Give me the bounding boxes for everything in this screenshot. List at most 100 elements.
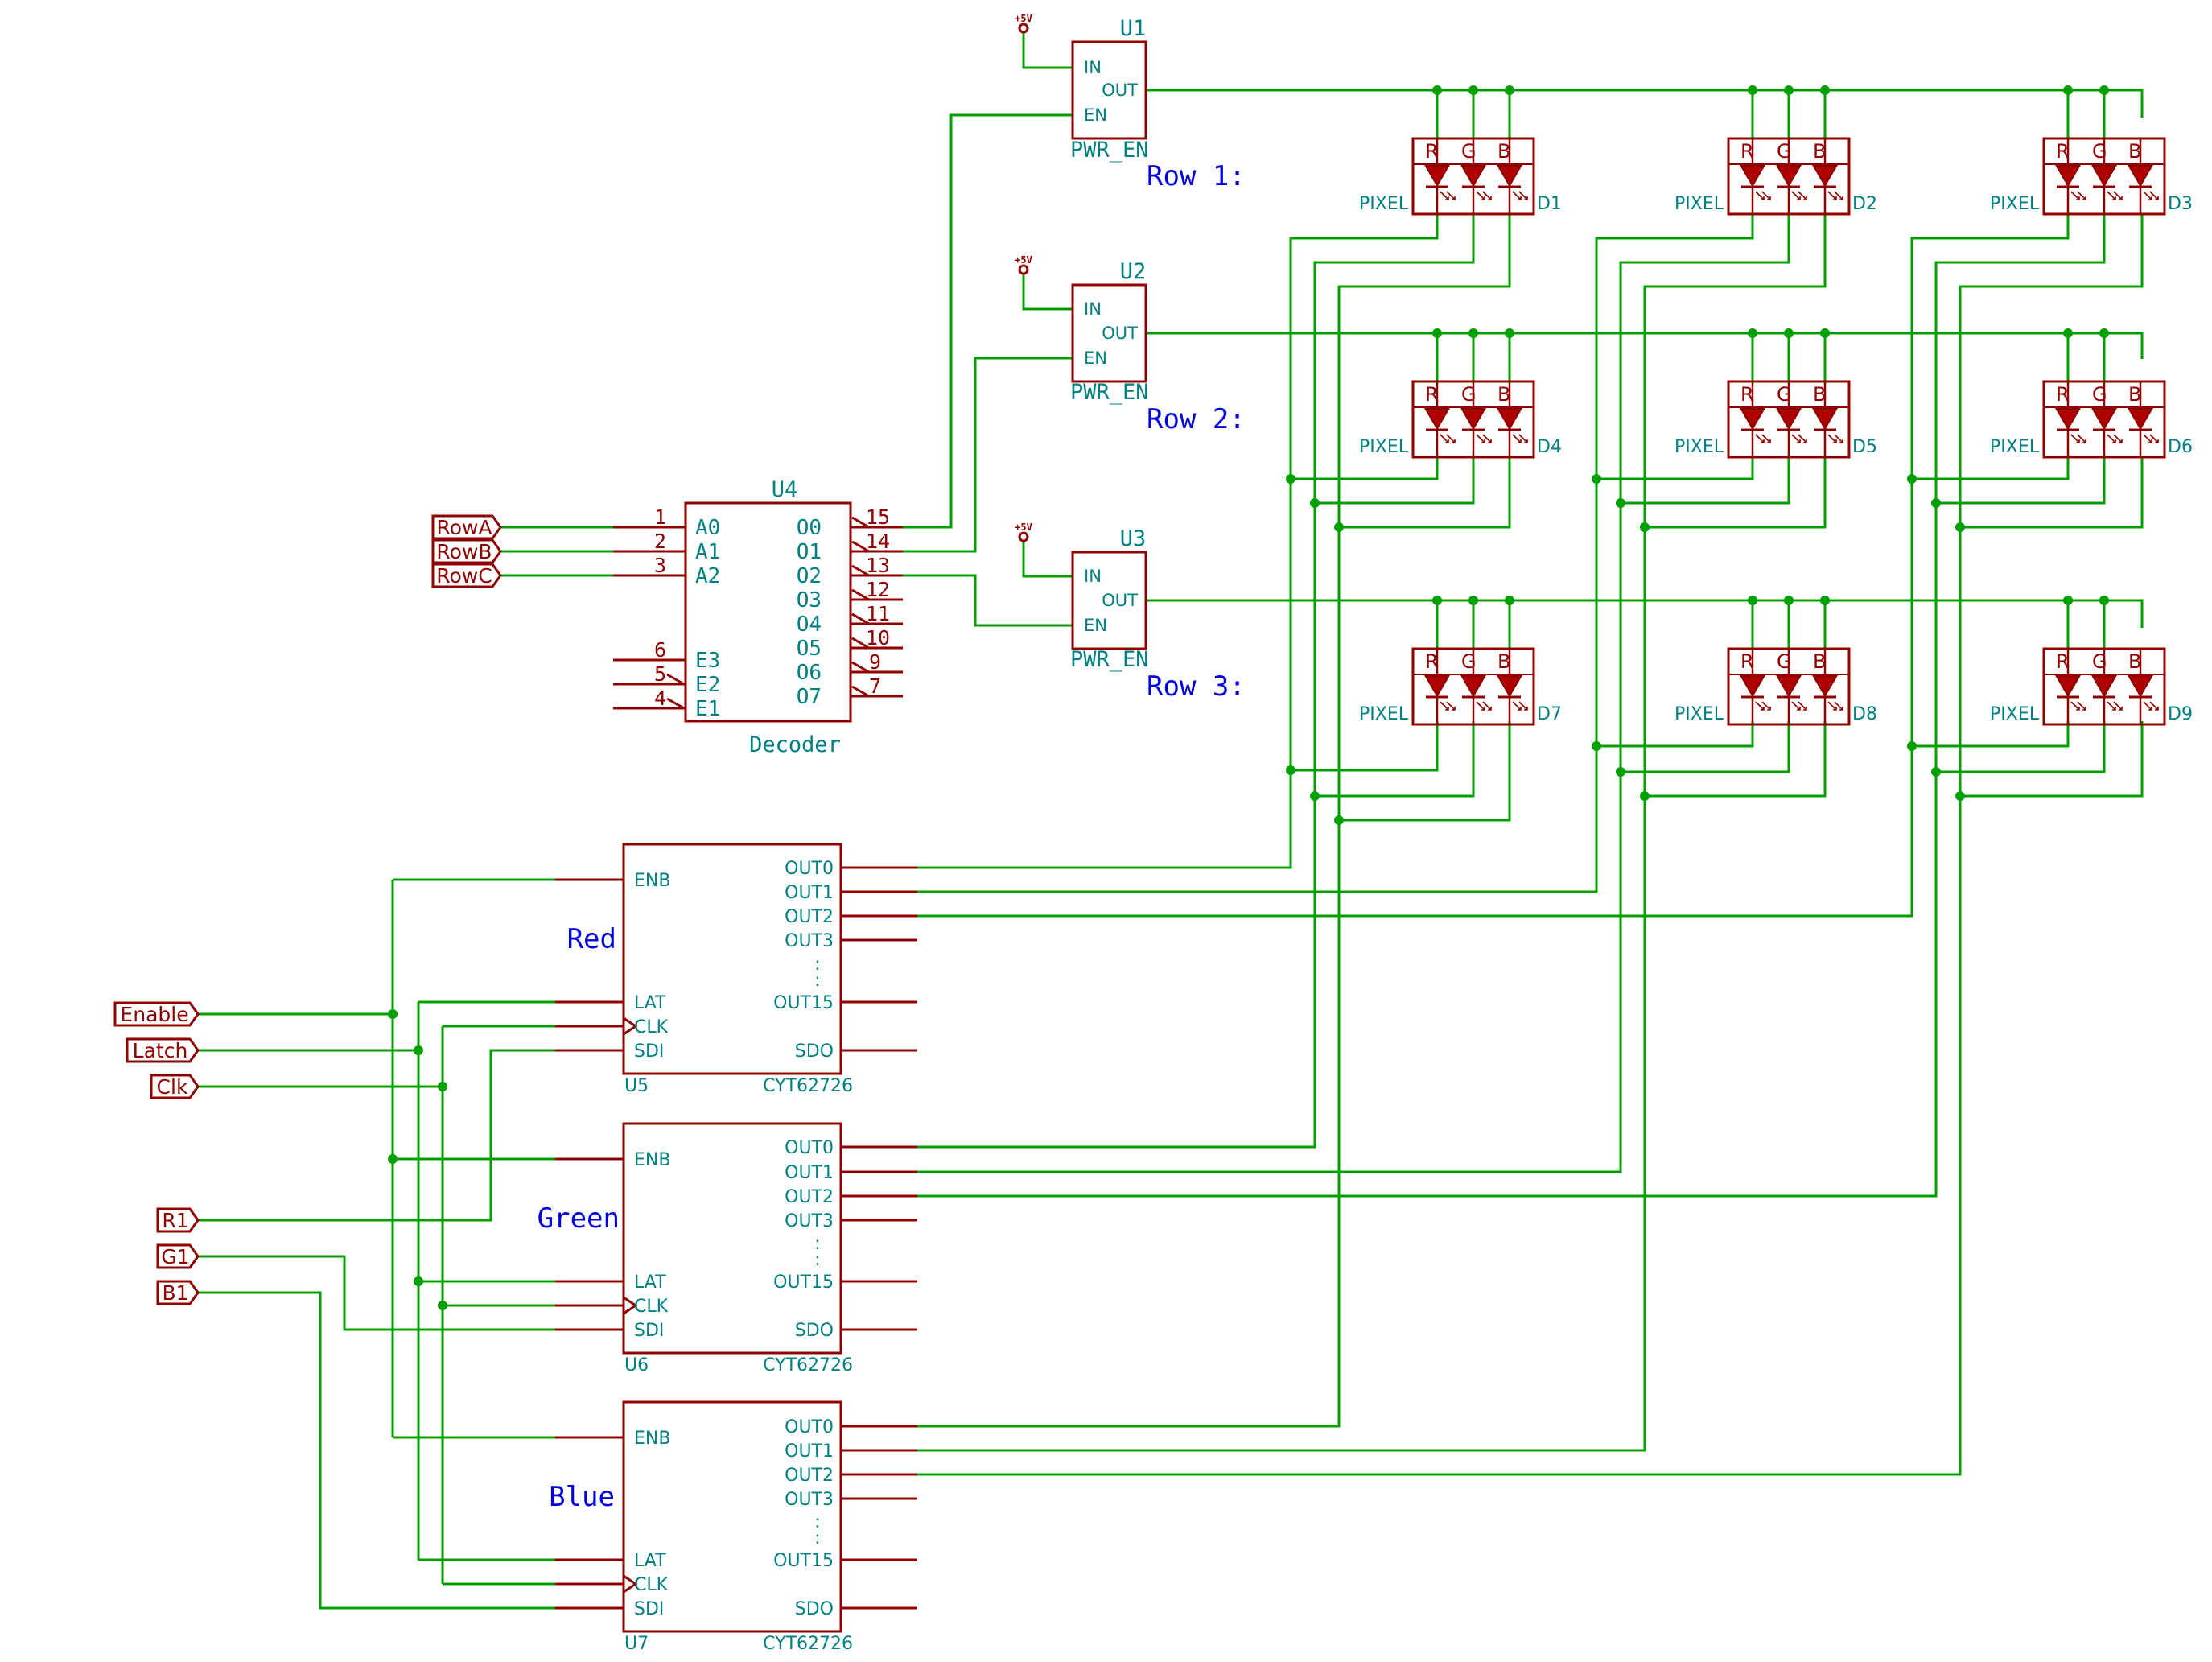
decoder-invert-marks	[666, 673, 685, 710]
led-emission-icon	[2107, 191, 2123, 200]
led-emission-icon	[1791, 701, 1807, 711]
driver-color-note: Green	[538, 1202, 620, 1235]
led-emission-icon	[1755, 701, 1771, 711]
led-triangle-icon	[1775, 674, 1802, 698]
wire-o1-en2	[903, 357, 1073, 553]
led-emission-icon	[1440, 191, 1456, 200]
pin-ellipsis: :	[814, 1250, 820, 1270]
label-text: RowC	[436, 564, 492, 588]
pin-label-out15: OUT15	[773, 1272, 834, 1293]
label-enable[interactable]: Enable	[113, 1001, 200, 1027]
label-latch[interactable]: Latch	[126, 1037, 200, 1063]
wire-row1-rail	[1146, 89, 2144, 118]
label-clk[interactable]: Clk	[150, 1074, 200, 1099]
power-label: +5V	[1015, 254, 1032, 266]
pixel-value: PIXEL	[1359, 437, 1409, 457]
pin-number: 1	[654, 505, 666, 529]
junction-dot	[1286, 474, 1295, 484]
pin-label-sdo: SDO	[795, 1321, 834, 1341]
driver-u5[interactable]: ENB LAT CLK SDI OUT0 OUT1 OUT2 OUT3 : : …	[555, 843, 917, 1096]
pin-name: O7	[797, 685, 822, 709]
pin-label-lat: LAT	[634, 1551, 666, 1571]
wire-col3-green	[917, 214, 2106, 1198]
driver-u6[interactable]: ENB LAT CLK SDI OUT0 OUT1 OUT2 OUT3 : : …	[538, 1122, 917, 1375]
wire-vcc-u2	[1022, 274, 1073, 311]
junction-dot	[2099, 596, 2109, 605]
led-emission-icon	[1827, 434, 1843, 443]
led-triangle-icon	[2054, 164, 2082, 188]
pin-label-out0: OUT0	[785, 859, 834, 879]
led-triangle-icon	[1775, 164, 1802, 188]
pin-label-out2: OUT2	[785, 1187, 834, 1207]
led-triangle-icon	[2090, 407, 2118, 431]
junction-dot	[1432, 328, 1442, 338]
label-rowb[interactable]: RowB	[431, 538, 502, 564]
pin-label-in: IN	[1084, 58, 1102, 77]
decoder-right-pins	[851, 526, 903, 698]
driver-u7[interactable]: ENB LAT CLK SDI OUT0 OUT1 OUT2 OUT3 : : …	[549, 1400, 917, 1654]
pixel-channel-label: R	[1425, 650, 1439, 673]
led-triangle-icon	[1811, 164, 1839, 188]
label-rowc[interactable]: RowC	[431, 563, 502, 588]
pin-label-out0: OUT0	[785, 1417, 834, 1437]
pin-name: O0	[797, 516, 822, 540]
driver-value: CYT62726	[763, 1355, 853, 1375]
driver-ref: U7	[624, 1634, 649, 1654]
led-triangle-icon	[2127, 674, 2154, 698]
pin-label-clk: CLK	[634, 1575, 669, 1595]
regulator-value: PWR_EN	[1070, 138, 1149, 163]
decoder-left-pins	[613, 526, 686, 710]
power-label: +5V	[1015, 522, 1032, 533]
label-r1[interactable]: R1	[156, 1207, 200, 1233]
pin-label-out: OUT	[1102, 80, 1138, 100]
driver-value: CYT62726	[763, 1634, 853, 1654]
led-triangle-icon	[2090, 674, 2118, 698]
decoder-ref: U4	[772, 477, 798, 502]
junction-dot	[1592, 741, 1601, 751]
driver-ref: U6	[624, 1355, 649, 1375]
junction-dot	[2063, 328, 2073, 338]
decoder-u4[interactable]: U4 Decoder 1 2 3 6 5 4 A0 A1 A2 E3 E2 E1…	[613, 477, 903, 757]
regulator-ref: U3	[1120, 526, 1147, 551]
led-emission-icon	[2107, 701, 2123, 711]
pixel-value: PIXEL	[1359, 704, 1409, 724]
pin-number: 13	[866, 554, 890, 577]
pixel-ref: D5	[1852, 437, 1877, 457]
label-g1[interactable]: G1	[156, 1243, 200, 1269]
led-triangle-icon	[1423, 674, 1451, 698]
wire-clk	[198, 1025, 555, 1586]
led-emission-icon	[1440, 434, 1456, 443]
led-triangle-icon	[2090, 164, 2118, 188]
junction-dot	[1334, 522, 1344, 532]
regulator-u3[interactable]: U3 IN OUT EN PWR_EN Row 3:	[1070, 526, 1246, 703]
led-emission-icon	[2107, 434, 2123, 443]
led-triangle-icon	[1775, 407, 1802, 431]
driver-pins	[555, 1425, 917, 1610]
junction-dot	[1907, 474, 1917, 484]
wire-col1-blue	[917, 214, 1511, 1428]
label-rowa[interactable]: RowA	[431, 514, 502, 540]
regulator-u2[interactable]: U2 IN OUT EN PWR_EN Row 2:	[1070, 259, 1246, 435]
label-b1[interactable]: B1	[156, 1280, 200, 1305]
junction-dot	[1640, 791, 1650, 801]
label-text: RowA	[436, 516, 492, 539]
junction-dot	[1468, 85, 1478, 95]
pixel-channel-label: B	[2128, 650, 2141, 673]
pin-label-out15: OUT15	[773, 993, 834, 1013]
pin-label-out: OUT	[1102, 591, 1138, 610]
regulator-u1[interactable]: U1 IN OUT EN PWR_EN Row 1:	[1070, 16, 1246, 192]
junction-dot	[1286, 765, 1295, 775]
pin-label-sdo: SDO	[795, 1599, 834, 1619]
pin-number: 10	[866, 626, 890, 650]
led-emission-icon	[1476, 701, 1492, 711]
pixel-channel-label: B	[1497, 383, 1510, 406]
